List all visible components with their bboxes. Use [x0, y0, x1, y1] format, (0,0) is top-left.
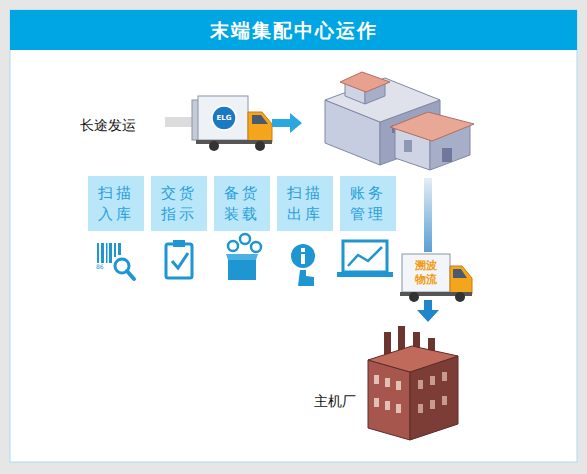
laptop-base [337, 272, 393, 277]
plus-circle [251, 242, 261, 252]
barcode-bar [97, 243, 99, 263]
destination-label: 主机厂 [314, 392, 374, 410]
title: 末端集配中心运作 [10, 10, 577, 50]
truck-wheel [255, 141, 265, 151]
box-text: 账务 管理 [342, 183, 394, 225]
box-text: 备货 装载 [216, 183, 268, 225]
magnifier-handle [127, 271, 134, 279]
panel [10, 10, 577, 462]
plus-circle [240, 234, 250, 244]
logo-text: ELG [211, 113, 237, 123]
box-icon [228, 260, 256, 280]
truck-brand: 溯波 物流 [410, 259, 442, 287]
tower-roof [340, 72, 390, 92]
barcode-bar [106, 243, 108, 263]
process-box: 扫描 出库 [277, 176, 333, 231]
barcode-bar [101, 243, 104, 263]
laptop-screen [343, 241, 387, 272]
box-text: 扫描 入库 [90, 183, 142, 225]
process-box: 账务 管理 [340, 176, 396, 231]
logo-circle [212, 106, 236, 130]
truck-wheel [409, 292, 419, 302]
truck-cab [248, 112, 272, 142]
hand [298, 270, 314, 286]
barcode-bar [114, 243, 116, 257]
truck-window [453, 269, 467, 278]
process-box: 扫描 入库 [88, 176, 144, 231]
check-mark [172, 253, 188, 268]
info-circle [291, 244, 315, 268]
flow-arrow [272, 113, 302, 133]
window [396, 381, 401, 390]
window [418, 380, 423, 389]
door [404, 140, 412, 152]
window [374, 375, 379, 384]
text-wrap: 备货 装载 [216, 183, 268, 225]
info-stem [301, 254, 305, 264]
annex-roof [390, 112, 474, 141]
window [374, 398, 379, 407]
clipboard-clip [173, 240, 185, 247]
clipboard [166, 244, 192, 278]
window [385, 378, 390, 387]
truck-box [402, 254, 450, 292]
plus-circle [228, 241, 238, 251]
truck-wheel [455, 292, 465, 302]
barcode-bar [118, 243, 121, 255]
factory-wall [368, 360, 410, 440]
truck-window [252, 115, 268, 124]
origin-label: 长途发运 [80, 116, 150, 134]
info-dot [301, 248, 305, 252]
window [442, 372, 447, 381]
window [430, 376, 435, 385]
factory-roof [368, 346, 458, 372]
window [418, 404, 423, 413]
truck-cab [450, 266, 472, 294]
chart-line [348, 247, 382, 266]
text-wrap: 账务 管理 [342, 183, 394, 225]
truck-box [198, 96, 248, 140]
process-box: 交货 指示 [151, 176, 207, 231]
barcode-number: 86 [96, 263, 110, 271]
window [442, 396, 447, 405]
window [430, 400, 435, 409]
truck-wheel [209, 141, 219, 151]
window [396, 404, 401, 413]
text-wrap: 交货 指示 [153, 183, 205, 225]
down-arrow [417, 300, 439, 322]
box-lid [226, 254, 258, 260]
title-bar [10, 10, 577, 50]
door [442, 148, 452, 162]
box-text: 扫描 出库 [279, 183, 331, 225]
gradient-connector [424, 178, 432, 252]
text-wrap: 扫描 出库 [279, 183, 331, 225]
text-wrap: 扫描 入库 [90, 183, 142, 225]
box-text: 交货 指示 [153, 183, 205, 225]
window [385, 401, 390, 410]
process-box: 备货 装载 [214, 176, 270, 231]
barcode-bar [109, 243, 112, 263]
